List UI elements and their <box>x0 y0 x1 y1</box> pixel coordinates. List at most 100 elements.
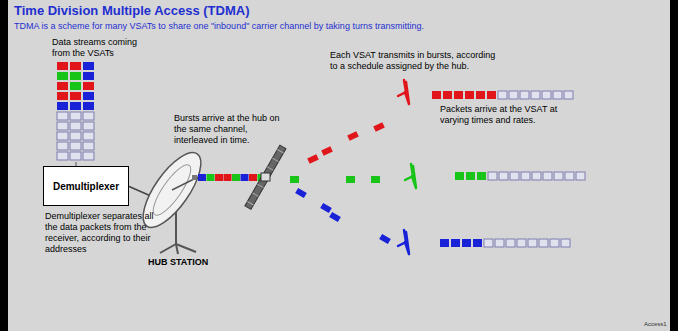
vsat-packet <box>576 172 585 180</box>
vsat-antenna <box>398 230 409 254</box>
packet-square <box>57 152 68 160</box>
vsat-packet <box>521 172 530 180</box>
vsat-packet <box>531 91 540 99</box>
annotation: Each VSAT transmits in bursts, according… <box>330 50 502 72</box>
packet-square <box>70 72 81 80</box>
satellite-body <box>261 173 270 181</box>
vsat-packet <box>561 239 570 247</box>
vsat-packet <box>462 239 471 247</box>
packet-square <box>83 62 94 70</box>
vsat-packet <box>550 239 559 247</box>
station-label: HUB STATION <box>148 257 208 268</box>
panel-cell <box>267 167 273 171</box>
vsat-packet <box>455 172 464 180</box>
packet-square <box>57 62 68 70</box>
annotation: Demultiplexer separates all the data pac… <box>45 211 155 255</box>
panel-cell <box>257 184 263 188</box>
vsat-packet <box>454 91 463 99</box>
packet-square <box>70 62 81 70</box>
vsat-packet <box>466 172 475 180</box>
packet-square <box>83 102 94 110</box>
packet-square <box>70 92 81 100</box>
feed-horn <box>192 175 197 180</box>
packet-square <box>83 82 94 90</box>
vsat-packet <box>565 172 574 180</box>
vsat-packet <box>476 91 485 99</box>
red-packet <box>373 122 385 132</box>
annotation: Packets arrive at the VSAT at varying ti… <box>440 104 572 126</box>
packet-square <box>83 72 94 80</box>
vsat-packet <box>484 239 493 247</box>
vsat-packet <box>432 91 441 99</box>
dish-leg <box>160 244 176 253</box>
burst-packet <box>198 174 206 181</box>
vsat-packet <box>509 91 518 99</box>
green-packet <box>290 176 299 183</box>
packet-square <box>70 142 81 150</box>
vsat-antenna <box>398 80 409 104</box>
packet-square <box>57 92 68 100</box>
vsat-packet <box>440 239 449 247</box>
vsat-packet <box>506 239 515 247</box>
panel-cell <box>252 193 258 197</box>
panel-cell <box>247 201 253 205</box>
packet-square <box>70 152 81 160</box>
dish-leg <box>176 244 178 254</box>
blue-packet <box>320 203 332 213</box>
vsat-packet <box>520 91 529 99</box>
packet-square <box>57 132 68 140</box>
packet-square <box>83 122 94 130</box>
dish-pole <box>175 212 177 244</box>
blue-packet <box>379 234 391 244</box>
burst-packet <box>215 174 223 181</box>
slide-title: Time Division Multiple Access (TDMA) <box>14 3 250 19</box>
burst-packet <box>207 174 215 181</box>
red-packet <box>321 146 333 156</box>
packet-square <box>70 122 81 130</box>
panel-cell <box>272 158 278 162</box>
vsat-packet <box>528 239 537 247</box>
green-packet <box>346 176 355 183</box>
vsat-packet <box>488 172 497 180</box>
annotation: Data streams coming from the VSATs <box>52 37 144 59</box>
vsat-packet <box>487 91 496 99</box>
vsat-packet <box>498 91 507 99</box>
vsat-packet <box>465 91 474 99</box>
green-packet <box>371 176 380 183</box>
vsat-packet <box>554 172 563 180</box>
panel-cell <box>277 150 283 154</box>
subtitle: TDMA is a scheme for many VSATs to share… <box>14 21 424 32</box>
red-packet <box>347 131 359 141</box>
packet-square <box>70 132 81 140</box>
packet-square <box>57 82 68 90</box>
box-label: Demultiplexer <box>53 181 119 192</box>
burst-packet <box>232 174 240 181</box>
vsat-packet <box>532 172 541 180</box>
red-packet <box>307 154 319 164</box>
packet-square <box>83 152 94 160</box>
vsat-packet <box>543 172 552 180</box>
burst-packet <box>224 174 232 181</box>
vsat-packet <box>510 172 519 180</box>
packet-square <box>83 112 94 120</box>
vsat-antenna <box>405 164 416 188</box>
vsat-packet <box>473 239 482 247</box>
packet-square <box>57 102 68 110</box>
packet-square <box>70 112 81 120</box>
vsat-packet <box>539 239 548 247</box>
vsat-packet <box>517 239 526 247</box>
burst-packet <box>249 174 257 181</box>
vsat-packet <box>443 91 452 99</box>
packet-square <box>57 142 68 150</box>
satellite-panel <box>245 145 286 209</box>
packet-square <box>57 112 68 120</box>
annotation: Bursts arrive at the hub on the same cha… <box>174 113 286 146</box>
packet-square <box>83 132 94 140</box>
blue-packet <box>329 212 341 222</box>
packet-square <box>83 92 94 100</box>
dish-rim <box>147 160 196 219</box>
blue-packet <box>295 188 307 198</box>
vsat-packet <box>477 172 486 180</box>
vsat-packet <box>542 91 551 99</box>
vsat-packet <box>451 239 460 247</box>
